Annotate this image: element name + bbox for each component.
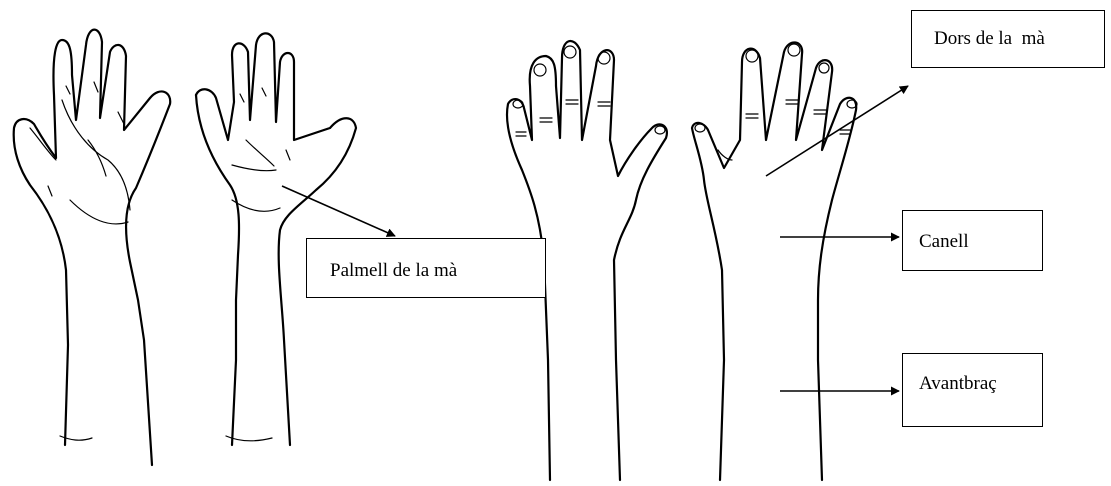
label-dors: Dors de la mà	[911, 10, 1105, 68]
right-back-hand-illustration	[692, 42, 857, 480]
left-palm-illustration	[14, 30, 171, 465]
label-canell: Canell	[902, 210, 1043, 271]
label-palmell: Palmell de la mà	[306, 238, 546, 298]
label-avantbrac: Avantbraç	[902, 353, 1043, 427]
arrow-palmell	[282, 186, 395, 236]
